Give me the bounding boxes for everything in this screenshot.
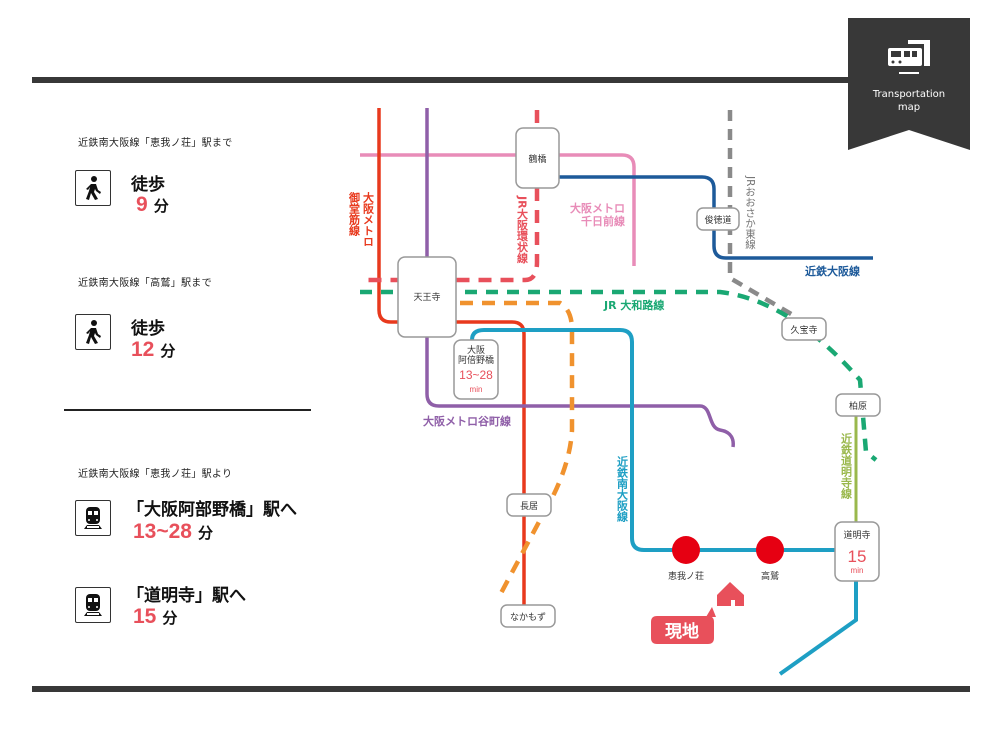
- train-destination-abenobashi: 「大阪阿部野橋」駅へ: [127, 500, 297, 520]
- train-icon-box: [75, 587, 111, 623]
- ribbon-title-line2: map: [897, 102, 921, 113]
- label-sennichimae-2: 千日前線: [581, 214, 625, 228]
- walking-person-icon: [86, 320, 101, 344]
- walk-minutes: 12: [131, 338, 155, 361]
- house-icon: [717, 582, 744, 606]
- label-tanimachi: 大阪メトロ谷町線: [423, 414, 511, 428]
- station-time: 15: [848, 547, 867, 566]
- label-midosuji-2: 御堂筋線: [348, 191, 362, 237]
- line-midosuji: [377, 108, 526, 605]
- train-minutes: 13~28: [133, 520, 192, 543]
- line-jr-loop: [360, 110, 540, 283]
- minutes-unit: 分: [197, 524, 213, 542]
- station-label: 道明寺: [843, 529, 870, 541]
- station-tennoji[interactable]: 天王寺: [397, 256, 457, 338]
- walk-caption-takawashi: 近鉄南大阪線「高鷲」駅まで: [78, 278, 212, 289]
- walk-time-takawashi: 12 分: [131, 338, 175, 362]
- train-time-domyoji: 15 分: [133, 605, 177, 629]
- line-kintetsu-minami-osaka: [470, 328, 858, 676]
- train-icon: [84, 594, 102, 616]
- station-label: 阿倍野橋: [458, 354, 494, 366]
- station-label-eganosho: 恵我ノ荘: [668, 570, 704, 582]
- walk-minutes: 9: [136, 193, 148, 216]
- station-label: 鶴橋: [528, 153, 546, 165]
- label-kintetsu-minami-osaka: 近鉄南大阪線: [616, 455, 629, 523]
- minutes-unit: 分: [160, 342, 176, 360]
- walk-mode-label: 徒歩: [131, 175, 165, 195]
- station-domyoji[interactable]: 道明寺 15 min: [834, 521, 880, 582]
- station-label: なかもず: [510, 612, 546, 623]
- station-label: 俊徳道: [704, 214, 731, 226]
- label-jr-yamatoji: JR 大和路線: [603, 298, 664, 312]
- station-shuntokumichi[interactable]: 俊徳道: [696, 207, 740, 231]
- ribbon-title-line1: Transportation: [872, 89, 946, 100]
- top-rule: [32, 77, 852, 83]
- walk-icon-box: [75, 314, 111, 350]
- station-time-unit: min: [851, 566, 864, 575]
- section-divider: [64, 409, 311, 411]
- station-nakamozu[interactable]: なかもず: [500, 604, 556, 628]
- train-icon: [888, 40, 930, 66]
- line-jr-osaka-higashi: [727, 110, 800, 320]
- here-label: 現地: [665, 621, 699, 642]
- here-marker: 現地: [651, 607, 716, 644]
- walk-icon-box: [75, 170, 111, 206]
- station-label: 大阪: [467, 344, 485, 356]
- line-tanimachi: [425, 108, 735, 448]
- ribbon-divider: [899, 72, 919, 74]
- label-kintetsu-domyoji: 近鉄道明寺線: [840, 432, 853, 500]
- transportation-map-badge: Transportation map: [848, 18, 970, 150]
- station-tsuruhashi[interactable]: 鶴橋: [515, 127, 560, 189]
- station-nagai[interactable]: 長居: [506, 493, 552, 517]
- station-time-unit: min: [470, 385, 483, 394]
- train-caption: 近鉄南大阪線「恵我ノ荘」駅より: [78, 469, 233, 480]
- minutes-unit: 分: [162, 609, 178, 627]
- station-kyuhoji[interactable]: 久宝寺: [781, 317, 827, 341]
- station-label: 長居: [520, 501, 538, 512]
- label-kintetsu-osaka: 近鉄大阪線: [805, 264, 860, 278]
- station-time: 13~28: [459, 368, 493, 382]
- label-jr-osaka-higashi: JRおおさか東線: [744, 175, 756, 249]
- train-icon-box: [75, 500, 111, 536]
- station-dot-eganosho[interactable]: [672, 536, 700, 564]
- label-midosuji-1: 大阪メトロ: [362, 191, 375, 247]
- walk-mode-label: 徒歩: [131, 319, 165, 339]
- train-icon: [84, 507, 102, 529]
- train-minutes: 15: [133, 605, 157, 628]
- label-sennichimae-1: 大阪メトロ: [570, 201, 625, 215]
- label-jr-loop: JR大阪環状線: [516, 195, 529, 264]
- station-dot-takawashi[interactable]: [756, 536, 784, 564]
- line-sennichimae: [360, 153, 636, 266]
- station-label: 久宝寺: [790, 324, 817, 336]
- walk-caption-eganosho: 近鉄南大阪線「恵我ノ荘」駅まで: [78, 138, 233, 149]
- station-kashiwara[interactable]: 柏原: [835, 393, 881, 417]
- minutes-unit: 分: [153, 197, 169, 215]
- line-orange-dashed: [460, 300, 575, 597]
- bottom-rule: [32, 686, 970, 692]
- train-time-abenobashi: 13~28 分: [133, 520, 213, 544]
- station-label: 柏原: [849, 400, 867, 412]
- station-label: 天王寺: [413, 292, 440, 303]
- ribbon-title: Transportation map: [848, 88, 970, 114]
- walking-person-icon: [86, 176, 101, 200]
- station-osaka-abenobashi[interactable]: 大阪 阿倍野橋 13~28 min: [453, 339, 499, 400]
- station-label-takawashi: 高鷲: [761, 570, 779, 582]
- train-destination-domyoji: 「道明寺」駅へ: [127, 586, 246, 606]
